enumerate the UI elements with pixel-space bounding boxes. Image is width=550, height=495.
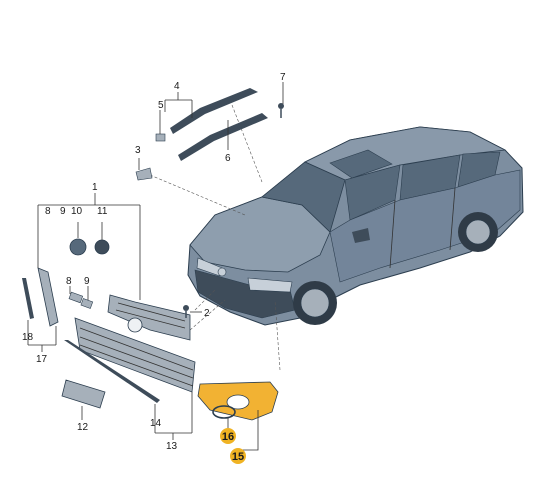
leader-lines [27, 82, 284, 451]
roof-moulding-strip [170, 88, 268, 161]
retainer-part-2 [80, 298, 94, 309]
car-illustration [187, 126, 524, 326]
grille-screw [183, 305, 189, 318]
license-plate-holder [61, 379, 106, 409]
clip-part [155, 133, 166, 142]
callout-11: 11 [97, 206, 108, 217]
lower-grille [74, 317, 196, 393]
callout-4: 4 [174, 81, 180, 92]
callout-14: 14 [150, 418, 162, 429]
callout-2: 2 [204, 308, 210, 319]
highlighted-callouts: 16 15 [220, 428, 246, 464]
callout-18: 18 [22, 332, 34, 343]
callout-3: 3 [135, 145, 141, 156]
callout-labels: 1 2 3 4 5 6 7 8 9 9 10 11 8 12 13 14 17 … [22, 72, 286, 452]
callout-8-bottom: 8 [66, 276, 72, 287]
callout-12: 12 [77, 422, 89, 433]
callout-9-top: 9 [60, 206, 66, 217]
badge-16 [220, 428, 236, 444]
guide-lines [149, 104, 281, 371]
callout-5: 5 [158, 100, 164, 111]
emblem-rear [94, 239, 110, 255]
callout-6: 6 [225, 153, 231, 164]
retainer-part [68, 291, 84, 304]
bumper-trim-strip [22, 278, 34, 319]
callout-16: 16 [222, 431, 234, 443]
callout-8: 8 [45, 206, 51, 217]
radiator-grille [107, 294, 191, 341]
callout-17: 17 [36, 354, 48, 365]
callout-7: 7 [280, 72, 286, 83]
callout-15: 15 [232, 451, 244, 463]
trim-strip [64, 340, 160, 403]
fog-light-cover-highlighted [197, 381, 279, 421]
bumper-trim-left [37, 267, 59, 327]
callout-10: 10 [71, 206, 83, 217]
emblem-front [69, 238, 87, 256]
bracket-part [135, 167, 153, 181]
fog-light-ring [212, 405, 236, 419]
callout-1: 1 [92, 182, 98, 193]
callout-13: 13 [166, 441, 178, 452]
badge-15 [230, 448, 246, 464]
screw-part [278, 103, 284, 118]
callout-9-bottom: 9 [84, 276, 90, 287]
